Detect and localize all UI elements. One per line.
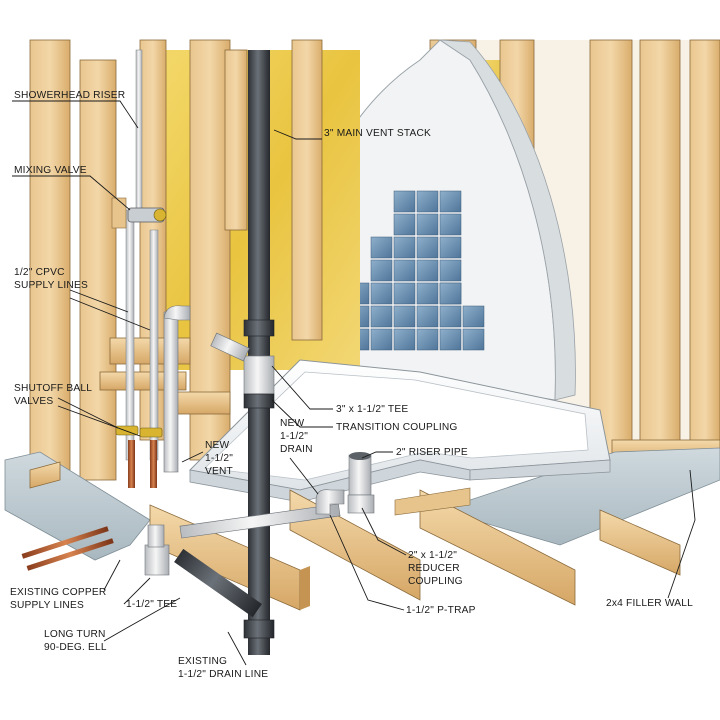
blue-tile-field <box>324 190 485 351</box>
wall-tile <box>439 236 462 259</box>
callout-labels: SHOWERHEAD RISER MIXING VALVE 1/2" CPVC … <box>10 90 693 680</box>
label-reducer-1: 2" x 1-1/2" <box>408 550 457 561</box>
label-new-vent-3: VENT <box>205 466 233 477</box>
wall-tile <box>393 305 416 328</box>
label-long-turn-2: 90-DEG. ELL <box>44 642 107 653</box>
wall-tile <box>370 259 393 282</box>
showerhead-riser <box>135 49 143 221</box>
plumbing-pipes <box>21 49 375 655</box>
label-cpvc-supply-1: 1/2" CPVC <box>14 267 65 278</box>
label-transition-coupling: TRANSITION COUPLING <box>336 422 458 433</box>
label-new-vent-2: 1-1/2" <box>205 453 233 464</box>
label-tee-112: 1-1/2" TEE <box>126 599 177 610</box>
label-copper-1: EXISTING COPPER <box>10 587 106 598</box>
wall-tile <box>416 190 439 213</box>
wall-tile <box>370 328 393 351</box>
wall-tile <box>439 190 462 213</box>
wall-tile <box>439 259 462 282</box>
wall-tile <box>416 328 439 351</box>
label-showerhead-riser: SHOWERHEAD RISER <box>14 90 125 101</box>
wall-tile <box>370 282 393 305</box>
main-vent-stack <box>248 50 270 655</box>
wall-tile <box>439 305 462 328</box>
label-riser-pipe: 2" RISER PIPE <box>396 447 468 458</box>
label-cpvc-supply-2: SUPPLY LINES <box>14 280 88 291</box>
wall-tile <box>416 259 439 282</box>
wall-tile <box>462 328 485 351</box>
label-filler-wall: 2x4 FILLER WALL <box>606 598 693 609</box>
label-new-drain-1: NEW <box>280 418 305 429</box>
label-p-trap: 1-1/2" P-TRAP <box>406 605 476 616</box>
wall-tile <box>393 213 416 236</box>
wall-tile <box>393 259 416 282</box>
label-mixing-valve: MIXING VALVE <box>14 165 87 176</box>
label-reducer-2: REDUCER <box>408 563 460 574</box>
wall-tile <box>393 328 416 351</box>
label-shutoff-1: SHUTOFF BALL <box>14 383 92 394</box>
wall-tile <box>439 328 462 351</box>
wall-tile <box>462 305 485 328</box>
wall-tile <box>393 282 416 305</box>
label-drain-line-1: EXISTING <box>178 656 227 667</box>
wall-tile <box>393 190 416 213</box>
left-wall-framing <box>29 39 360 481</box>
wall-tile <box>416 236 439 259</box>
label-shutoff-2: VALVES <box>14 396 53 407</box>
label-main-vent-stack: 3" MAIN VENT STACK <box>324 128 431 139</box>
leader-lines <box>12 100 696 666</box>
wall-tile <box>416 305 439 328</box>
label-drain-line-2: 1-1/2" DRAIN LINE <box>178 669 268 680</box>
wall-tile <box>370 236 393 259</box>
label-copper-2: SUPPLY LINES <box>10 600 84 611</box>
wall-tile <box>416 282 439 305</box>
wall-tile <box>393 236 416 259</box>
label-new-vent-1: NEW <box>205 440 230 451</box>
wall-tile <box>416 213 439 236</box>
label-tee-3x112: 3" x 1-1/2" TEE <box>336 404 408 415</box>
label-new-drain-2: 1-1/2" <box>280 431 308 442</box>
label-reducer-3: COUPLING <box>408 576 463 587</box>
wall-tile <box>439 282 462 305</box>
wall-tile <box>370 305 393 328</box>
wall-tile <box>439 213 462 236</box>
label-new-drain-3: DRAIN <box>280 444 313 455</box>
label-long-turn-1: LONG TURN <box>44 629 106 640</box>
